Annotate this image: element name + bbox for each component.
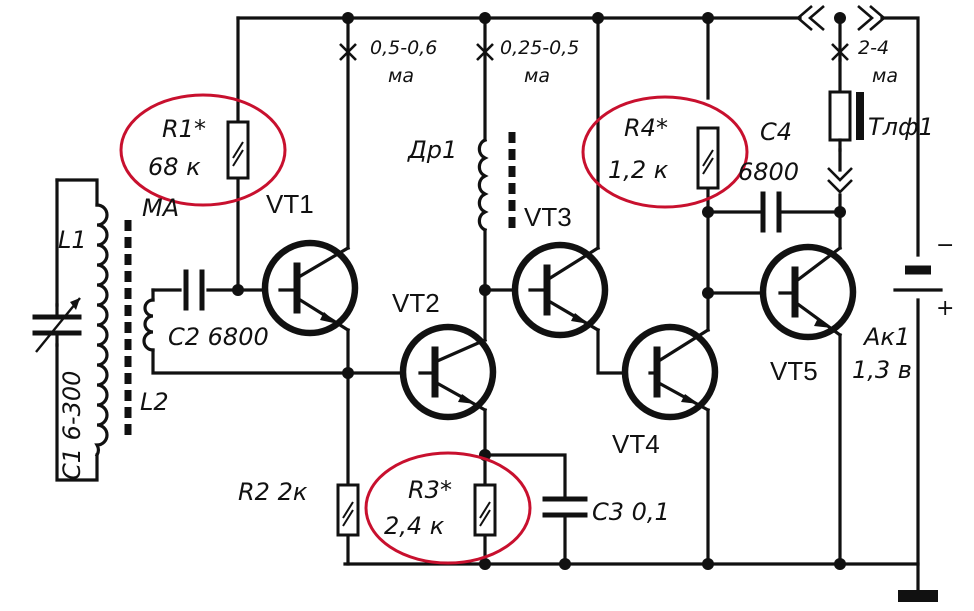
highlight-ring-r4 bbox=[581, 95, 749, 209]
resistor-r1 bbox=[226, 120, 250, 180]
label-choke: Др1 bbox=[407, 136, 457, 164]
label-vt4: VT4 bbox=[612, 429, 660, 459]
label-c4-name: C4 bbox=[760, 118, 792, 146]
resistor-r4 bbox=[696, 126, 720, 190]
transistor-vt1 bbox=[261, 239, 359, 337]
capacitor-c3 bbox=[542, 496, 588, 518]
headphone-tlf1 bbox=[828, 58, 864, 152]
label-r4-value: 1,2 к bbox=[608, 156, 669, 184]
capacitor-c2 bbox=[183, 269, 205, 311]
label-battery-plus: + bbox=[936, 296, 954, 321]
label-l2: L2 bbox=[140, 388, 169, 416]
label-battery-minus: − bbox=[936, 233, 954, 258]
label-r4-name: R4* bbox=[624, 114, 668, 142]
label-vt2: VT2 bbox=[392, 288, 440, 318]
current-measure-points bbox=[339, 43, 849, 61]
transistor-vt3 bbox=[511, 241, 609, 339]
label-vt5: VT5 bbox=[770, 356, 818, 386]
label-r1-name: R1* bbox=[162, 115, 206, 143]
label-current3-value: 2-4 bbox=[858, 37, 889, 59]
resistor-r2 bbox=[336, 483, 360, 537]
label-r3-value: 2,4 к bbox=[384, 512, 445, 540]
label-phone: Тлф1 bbox=[868, 113, 934, 141]
label-battery-value: 1,3 в bbox=[852, 356, 912, 384]
choke-dr1 bbox=[477, 132, 516, 233]
label-vt3: VT3 bbox=[524, 202, 572, 232]
label-c3: C3 0,1 bbox=[592, 498, 670, 526]
label-current1-unit: ма bbox=[388, 65, 414, 87]
label-ma-core: МА bbox=[142, 194, 179, 222]
plug-connector-top bbox=[796, 5, 886, 31]
label-current3-unit: ма bbox=[872, 65, 898, 87]
label-battery-name: Ак1 bbox=[862, 323, 910, 351]
battery-ak1 bbox=[893, 265, 943, 292]
inductor-l1 bbox=[94, 203, 109, 458]
label-current2-unit: ма bbox=[524, 65, 550, 87]
highlight-ring-r3 bbox=[364, 451, 532, 565]
transistor-vt5 bbox=[759, 243, 857, 341]
label-current1-value: 0,5-0,6 bbox=[370, 37, 437, 59]
label-r2: R2 2к bbox=[238, 478, 308, 506]
label-r1-value: 68 к bbox=[148, 153, 201, 181]
label-c1: C1 6-300 bbox=[58, 371, 86, 480]
transistor-vt2 bbox=[399, 323, 497, 421]
label-vt1: VT1 bbox=[266, 189, 314, 219]
capacitor-c4 bbox=[760, 191, 782, 233]
label-c4-value: 6800 bbox=[738, 158, 799, 186]
label-current2-value: 0,25-0,5 bbox=[500, 37, 579, 59]
label-l1: L1 bbox=[58, 226, 87, 254]
resistor-r3 bbox=[473, 483, 497, 537]
variable-capacitor-c1 bbox=[32, 297, 82, 353]
inductor-l2 bbox=[142, 298, 155, 352]
label-c2: C2 6800 bbox=[168, 323, 269, 351]
highlight-ring-r1 bbox=[119, 93, 287, 207]
label-r3-name: R3* bbox=[408, 476, 452, 504]
transistor-vt4 bbox=[621, 323, 719, 421]
plug-connector-phone bbox=[827, 167, 853, 194]
labels: R1* 68 к R2 2к R3* 2,4 к R4* 1,2 к C1 6-… bbox=[58, 37, 954, 540]
ground-symbol bbox=[898, 590, 938, 602]
